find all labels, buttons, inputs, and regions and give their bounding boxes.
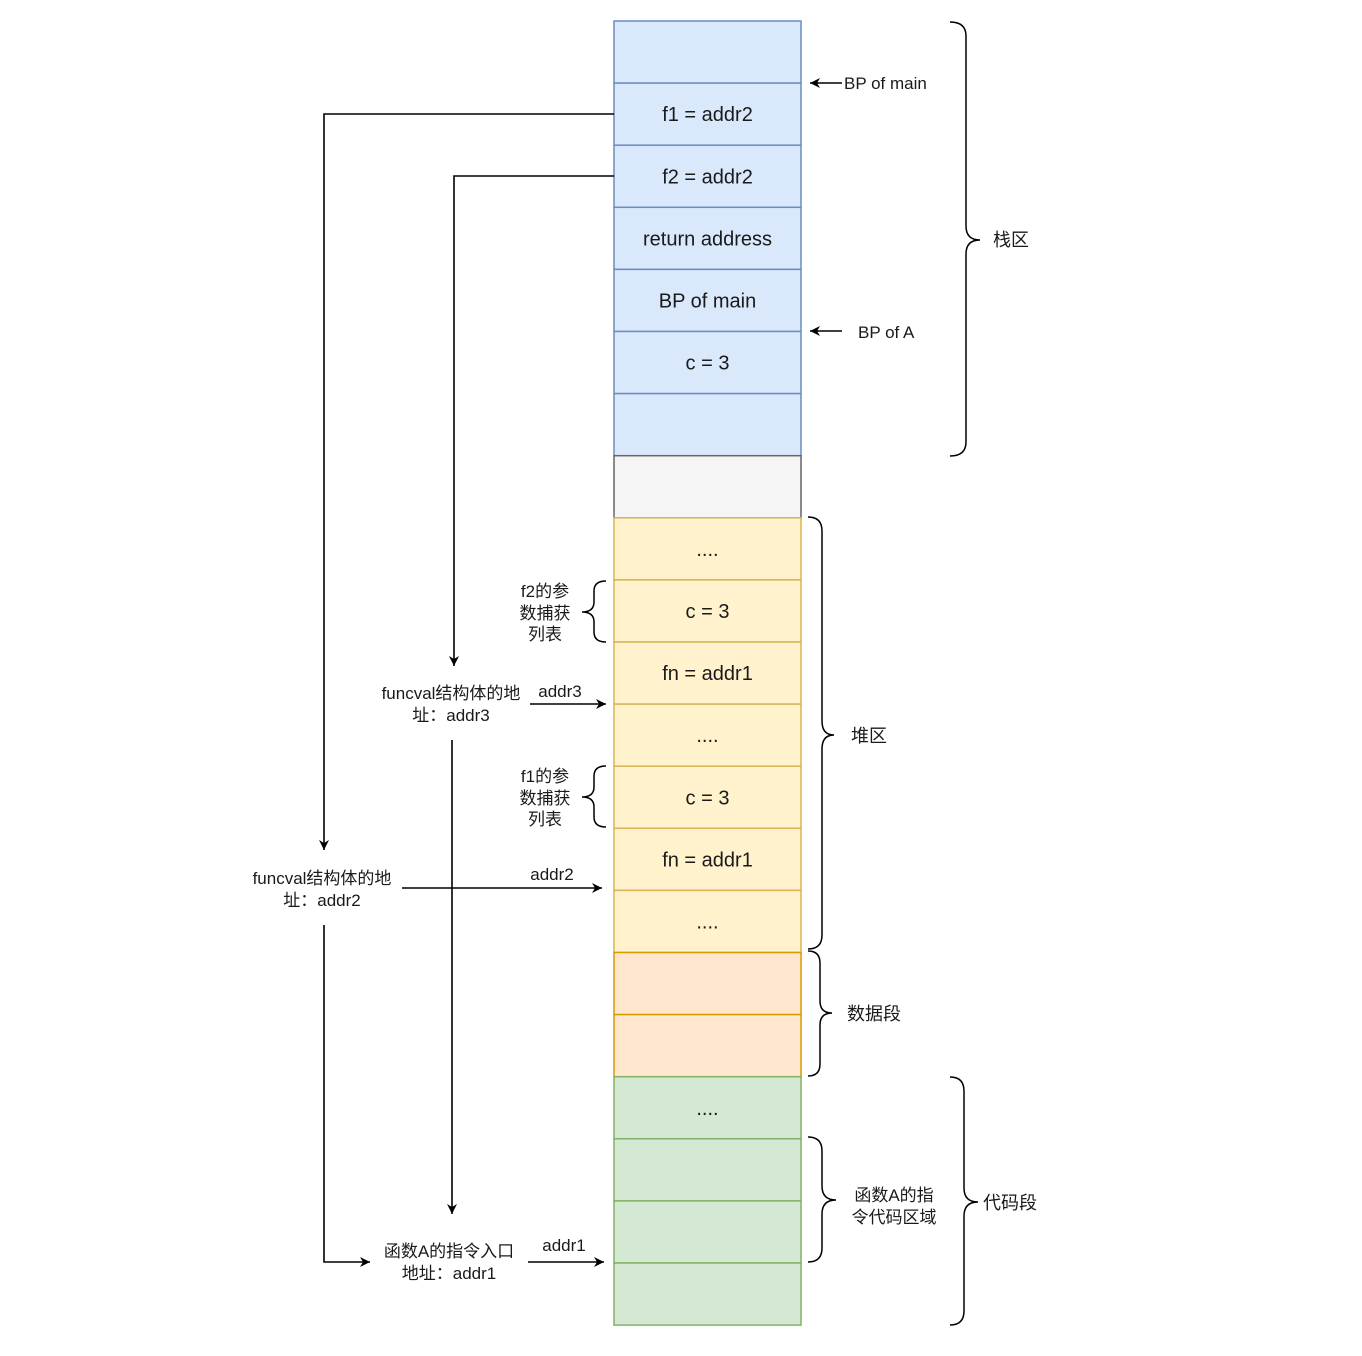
stack-cell	[613, 206, 802, 271]
f1-capture-brace	[581, 765, 607, 828]
data-brace	[807, 950, 833, 1077]
bp-a-pointer-label: BP of A	[858, 323, 915, 342]
heap-cell-label: fn = addr1	[662, 663, 753, 685]
funcval-addr3-line1: funcval结构体的地	[382, 684, 521, 703]
stack-cell-label: return address	[643, 228, 772, 250]
code-brace	[949, 1076, 979, 1326]
stack-region-label: 栈区	[993, 230, 1029, 250]
data-segment-cell	[613, 951, 802, 1016]
f1-capture-label-line3: 列表	[528, 810, 562, 829]
funcval-addr2-line1: funcval结构体的地	[253, 869, 392, 888]
stack-cell	[613, 392, 802, 457]
f2-capture-label-line3: 列表	[528, 625, 562, 644]
f1-capture-label-line2: 数捕获	[520, 789, 571, 808]
code-segment-cell	[613, 1200, 802, 1264]
heap-cell-label: ....	[696, 539, 718, 561]
func-code-label-line2: 令代码区域	[852, 1208, 937, 1227]
f1-capture-label-line1: f1的参	[521, 767, 569, 786]
data-segment-cell	[613, 1013, 802, 1078]
braces	[581, 21, 981, 1326]
code-region-label: 代码段	[983, 1193, 1037, 1213]
heap-cell-label: fn = addr1	[662, 849, 753, 871]
f2-capture-label-line2: 数捕获	[520, 604, 571, 623]
stack-cell-label: f1 = addr2	[662, 104, 753, 126]
entry-address-line2: 地址：addr1	[402, 1264, 496, 1283]
connectors	[319, 78, 842, 1267]
stack-cell	[613, 20, 802, 84]
heap-cell-label: c = 3	[686, 787, 730, 809]
funcval-addr2-line2: 址：addr2	[283, 891, 360, 910]
funcval-addr3-line2: 址：addr3	[412, 706, 489, 725]
heap-cell-label: ....	[696, 911, 718, 933]
heap-cell-label: ....	[696, 725, 718, 747]
heap-cell	[613, 641, 802, 705]
stack-cell	[613, 144, 802, 209]
addr2-to-entry-line	[323, 925, 370, 1267]
stack-cell-label: f2 = addr2	[662, 166, 753, 188]
func-code-brace	[807, 1136, 837, 1263]
entry-address-line1: 函数A的指令入口	[384, 1242, 514, 1261]
f2-capture-label-line1: f2的参	[521, 582, 569, 601]
data-region-label: 数据段	[847, 1004, 901, 1024]
heap-cell-label: c = 3	[686, 601, 730, 623]
stack-cell	[613, 82, 802, 146]
f2-pointer-line	[449, 175, 614, 666]
heap-region-label: 堆区	[851, 726, 887, 746]
heap-brace	[807, 516, 835, 950]
bp-main-pointer-label: BP of main	[844, 74, 927, 93]
heap-cell	[613, 889, 802, 954]
code-segment-cell-label: ....	[696, 1098, 718, 1120]
addr1-label: addr1	[542, 1236, 585, 1255]
code-segment-cell	[613, 1262, 802, 1326]
func-code-label-line1: 函数A的指	[854, 1186, 933, 1205]
memory-column: f1 = addr2 f2 = addr2 return address BP of …	[613, 20, 802, 1326]
heap-cell	[613, 827, 802, 892]
code-segment-cell	[613, 1138, 802, 1202]
heap-cell	[613, 765, 802, 830]
addr3-label: addr3	[538, 682, 581, 701]
f2-capture-brace	[581, 580, 607, 643]
stack-brace	[949, 21, 981, 457]
f1-pointer-line	[319, 113, 614, 850]
gap-cell	[613, 454, 802, 519]
stack-cell-label: c = 3	[686, 353, 730, 375]
stack-cell-label: BP of main	[659, 290, 756, 312]
addr2-label: addr2	[530, 865, 573, 884]
labels: BP of main BP of A 栈区 堆区 数据段 代码段 函数A的指 令…	[253, 74, 1037, 1283]
heap-cell	[613, 517, 802, 581]
stack-cell	[613, 268, 802, 333]
